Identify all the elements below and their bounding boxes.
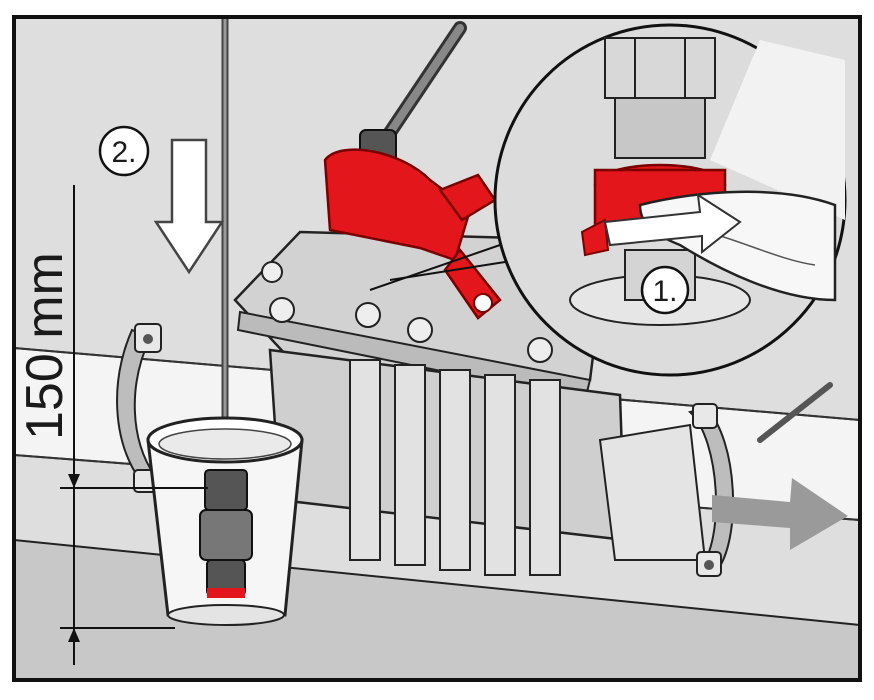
step-2-label: 2.	[111, 136, 136, 169]
bolt	[261, 261, 283, 283]
bolt	[407, 317, 433, 343]
dimension-indicator: 150 mm	[16, 185, 208, 665]
down-arrow-icon	[153, 138, 225, 275]
right-arrow-icon	[712, 478, 848, 550]
measuring-cup	[146, 416, 304, 626]
frame-border	[12, 15, 862, 682]
rotation-arrow-icon	[603, 193, 742, 255]
step-1-label: 1.	[652, 275, 677, 308]
step-1-badge: 1.	[640, 265, 690, 315]
bolt	[269, 297, 295, 323]
bolt	[527, 337, 553, 363]
red-actuator	[323, 21, 502, 320]
outlet-coupling	[598, 382, 833, 577]
step-2-badge: 2.	[98, 125, 150, 177]
bolt	[355, 302, 381, 328]
pump-housing	[233, 230, 627, 576]
dimension-label: 150 mm	[16, 252, 74, 440]
detail-magnifier	[493, 23, 847, 377]
